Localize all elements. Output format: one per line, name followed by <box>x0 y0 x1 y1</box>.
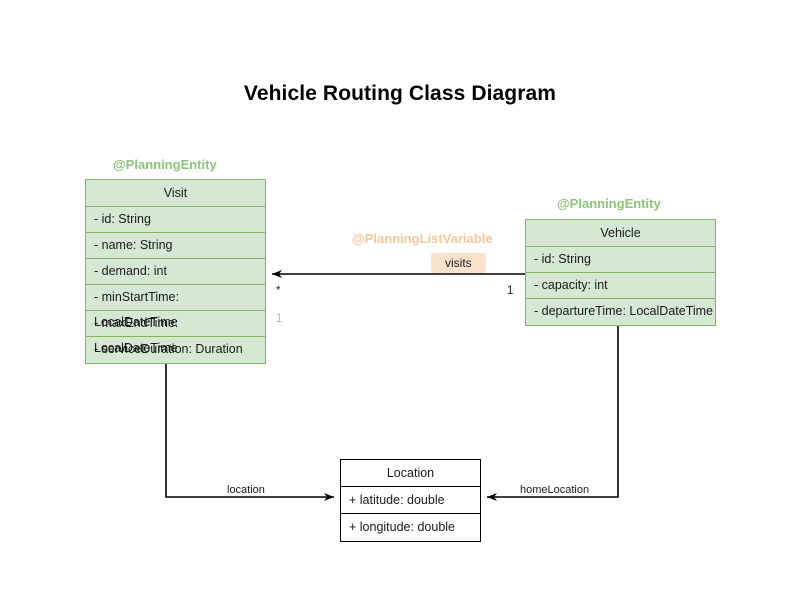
edge-location <box>165 362 334 501</box>
edge-home-location <box>487 322 619 501</box>
class-attribute: - demand: int <box>86 259 265 285</box>
annotation-vehicle-planning-entity: @PlanningEntity <box>557 196 661 211</box>
class-attribute: - name: String <box>86 233 265 259</box>
class-attribute: - departureTime: LocalDateTime <box>534 304 714 318</box>
class-box-vehicle[interactable]: Vehicle - id: String - capacity: int - d… <box>525 219 716 326</box>
class-attribute: + longitude: double <box>349 520 455 534</box>
class-attribute: + latitude: double <box>341 487 480 514</box>
class-attribute: - serviceDuration: Duration <box>94 342 243 356</box>
multiplicity-vehicle-one: 1 <box>507 285 514 297</box>
annotation-visit-planning-entity: @PlanningEntity <box>113 157 217 172</box>
class-attribute: - maxEndTime: LocalDateTime <box>86 311 265 355</box>
class-box-location[interactable]: Location + latitude: double + longitude:… <box>340 459 481 542</box>
class-attribute: - id: String <box>526 247 715 273</box>
annotation-planning-list-variable: @PlanningListVariable <box>352 231 493 246</box>
multiplicity-visit-many: * <box>276 285 281 297</box>
edge-label-location: location <box>225 484 267 496</box>
class-attribute: - capacity: int <box>526 273 715 299</box>
class-box-visit[interactable]: Visit - id: String - name: String - dema… <box>85 179 266 364</box>
class-name-visit: Visit <box>86 180 265 207</box>
class-name-vehicle: Vehicle <box>526 220 715 247</box>
class-name-location: Location <box>341 460 480 487</box>
multiplicity-visit-one: 1 <box>276 313 283 325</box>
class-attribute: - id: String <box>86 207 265 233</box>
edge-label-home-location: homeLocation <box>518 484 592 496</box>
edge-label-visits: visits <box>431 253 486 273</box>
page-title: Vehicle Routing Class Diagram <box>243 82 557 105</box>
class-attribute: - minStartTime: LocalDateTime <box>86 285 265 329</box>
